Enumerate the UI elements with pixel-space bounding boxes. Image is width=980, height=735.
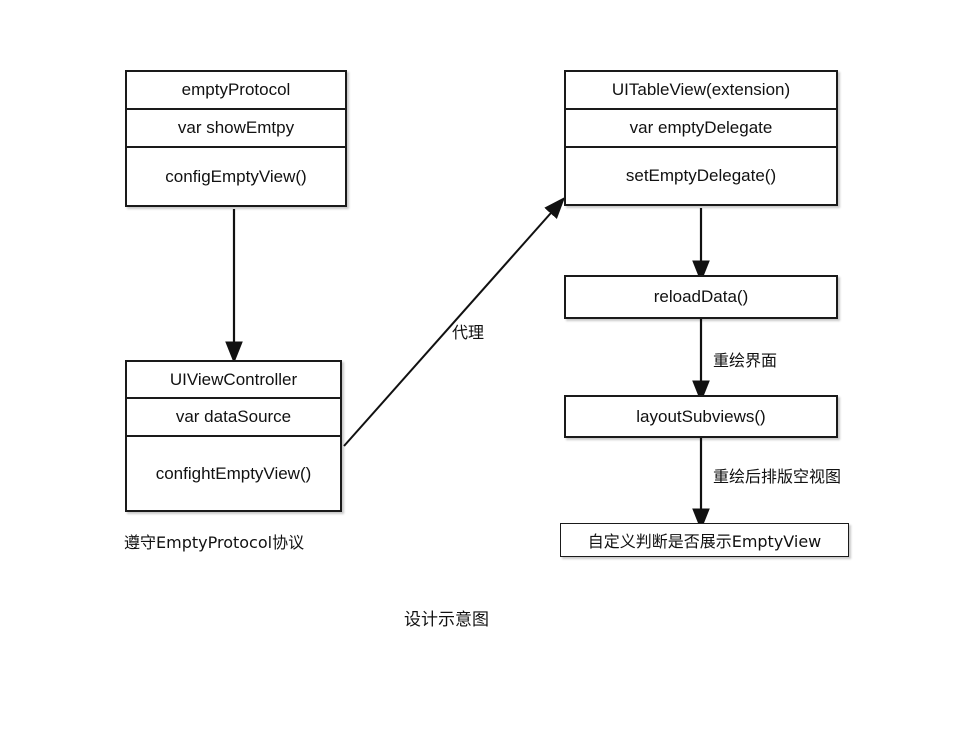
edge-label-redraw-ui: 重绘界面 (713, 351, 778, 370)
node-empty-protocol-method-row: configEmptyView() (127, 148, 345, 205)
node-view-controller[interactable]: UIViewController var dataSource confight… (125, 360, 342, 512)
node-reload-data-label: reloadData() (653, 287, 749, 306)
diagram-caption: 设计示意图 (404, 610, 489, 630)
node-empty-protocol-property: var showEmtpy (177, 118, 295, 137)
node-empty-protocol-method: configEmptyView() (165, 166, 307, 186)
node-table-view-property-row: var emptyDelegate (566, 110, 836, 148)
node-table-view-property: var emptyDelegate (629, 118, 773, 137)
node-view-controller-method-row: confightEmptyView() (127, 437, 340, 510)
node-empty-protocol-property-row: var showEmtpy (127, 110, 345, 148)
node-custom-empty-view-check-label: 自定义判断是否展示EmptyView (587, 532, 822, 551)
node-layout-subviews[interactable]: layoutSubviews() (564, 395, 838, 438)
arrow-controller-to-tableview (343, 196, 566, 447)
node-view-controller-title: UIViewController (169, 369, 298, 389)
edge-label-relayout-empty-view: 重绘后排版空视图 (713, 467, 842, 486)
node-layout-subviews-label: layoutSubviews() (636, 406, 766, 426)
node-table-view-title-row: UITableView(extension) (566, 72, 836, 110)
node-table-view-title: UITableView(extension) (611, 80, 791, 99)
node-empty-protocol-title: emptyProtocol (181, 80, 291, 99)
node-empty-protocol-title-row: emptyProtocol (127, 72, 345, 110)
node-table-view-method-row: setEmptyDelegate() (566, 148, 836, 204)
node-view-controller-title-row: UIViewController (127, 362, 340, 399)
node-view-controller-method: confightEmptyView() (155, 463, 312, 483)
note-conforms-empty-protocol: 遵守EmptyProtocol协议 (124, 533, 305, 552)
node-custom-empty-view-check[interactable]: 自定义判断是否展示EmptyView (560, 523, 849, 557)
node-table-view-extension[interactable]: UITableView(extension) var emptyDelegate… (564, 70, 838, 206)
edge-label-delegate: 代理 (452, 323, 485, 342)
node-table-view-method: setEmptyDelegate() (625, 166, 777, 185)
node-view-controller-property-row: var dataSource (127, 399, 340, 437)
node-empty-protocol[interactable]: emptyProtocol var showEmtpy configEmptyV… (125, 70, 347, 207)
node-reload-data[interactable]: reloadData() (564, 275, 838, 319)
node-view-controller-property: var dataSource (175, 407, 292, 426)
